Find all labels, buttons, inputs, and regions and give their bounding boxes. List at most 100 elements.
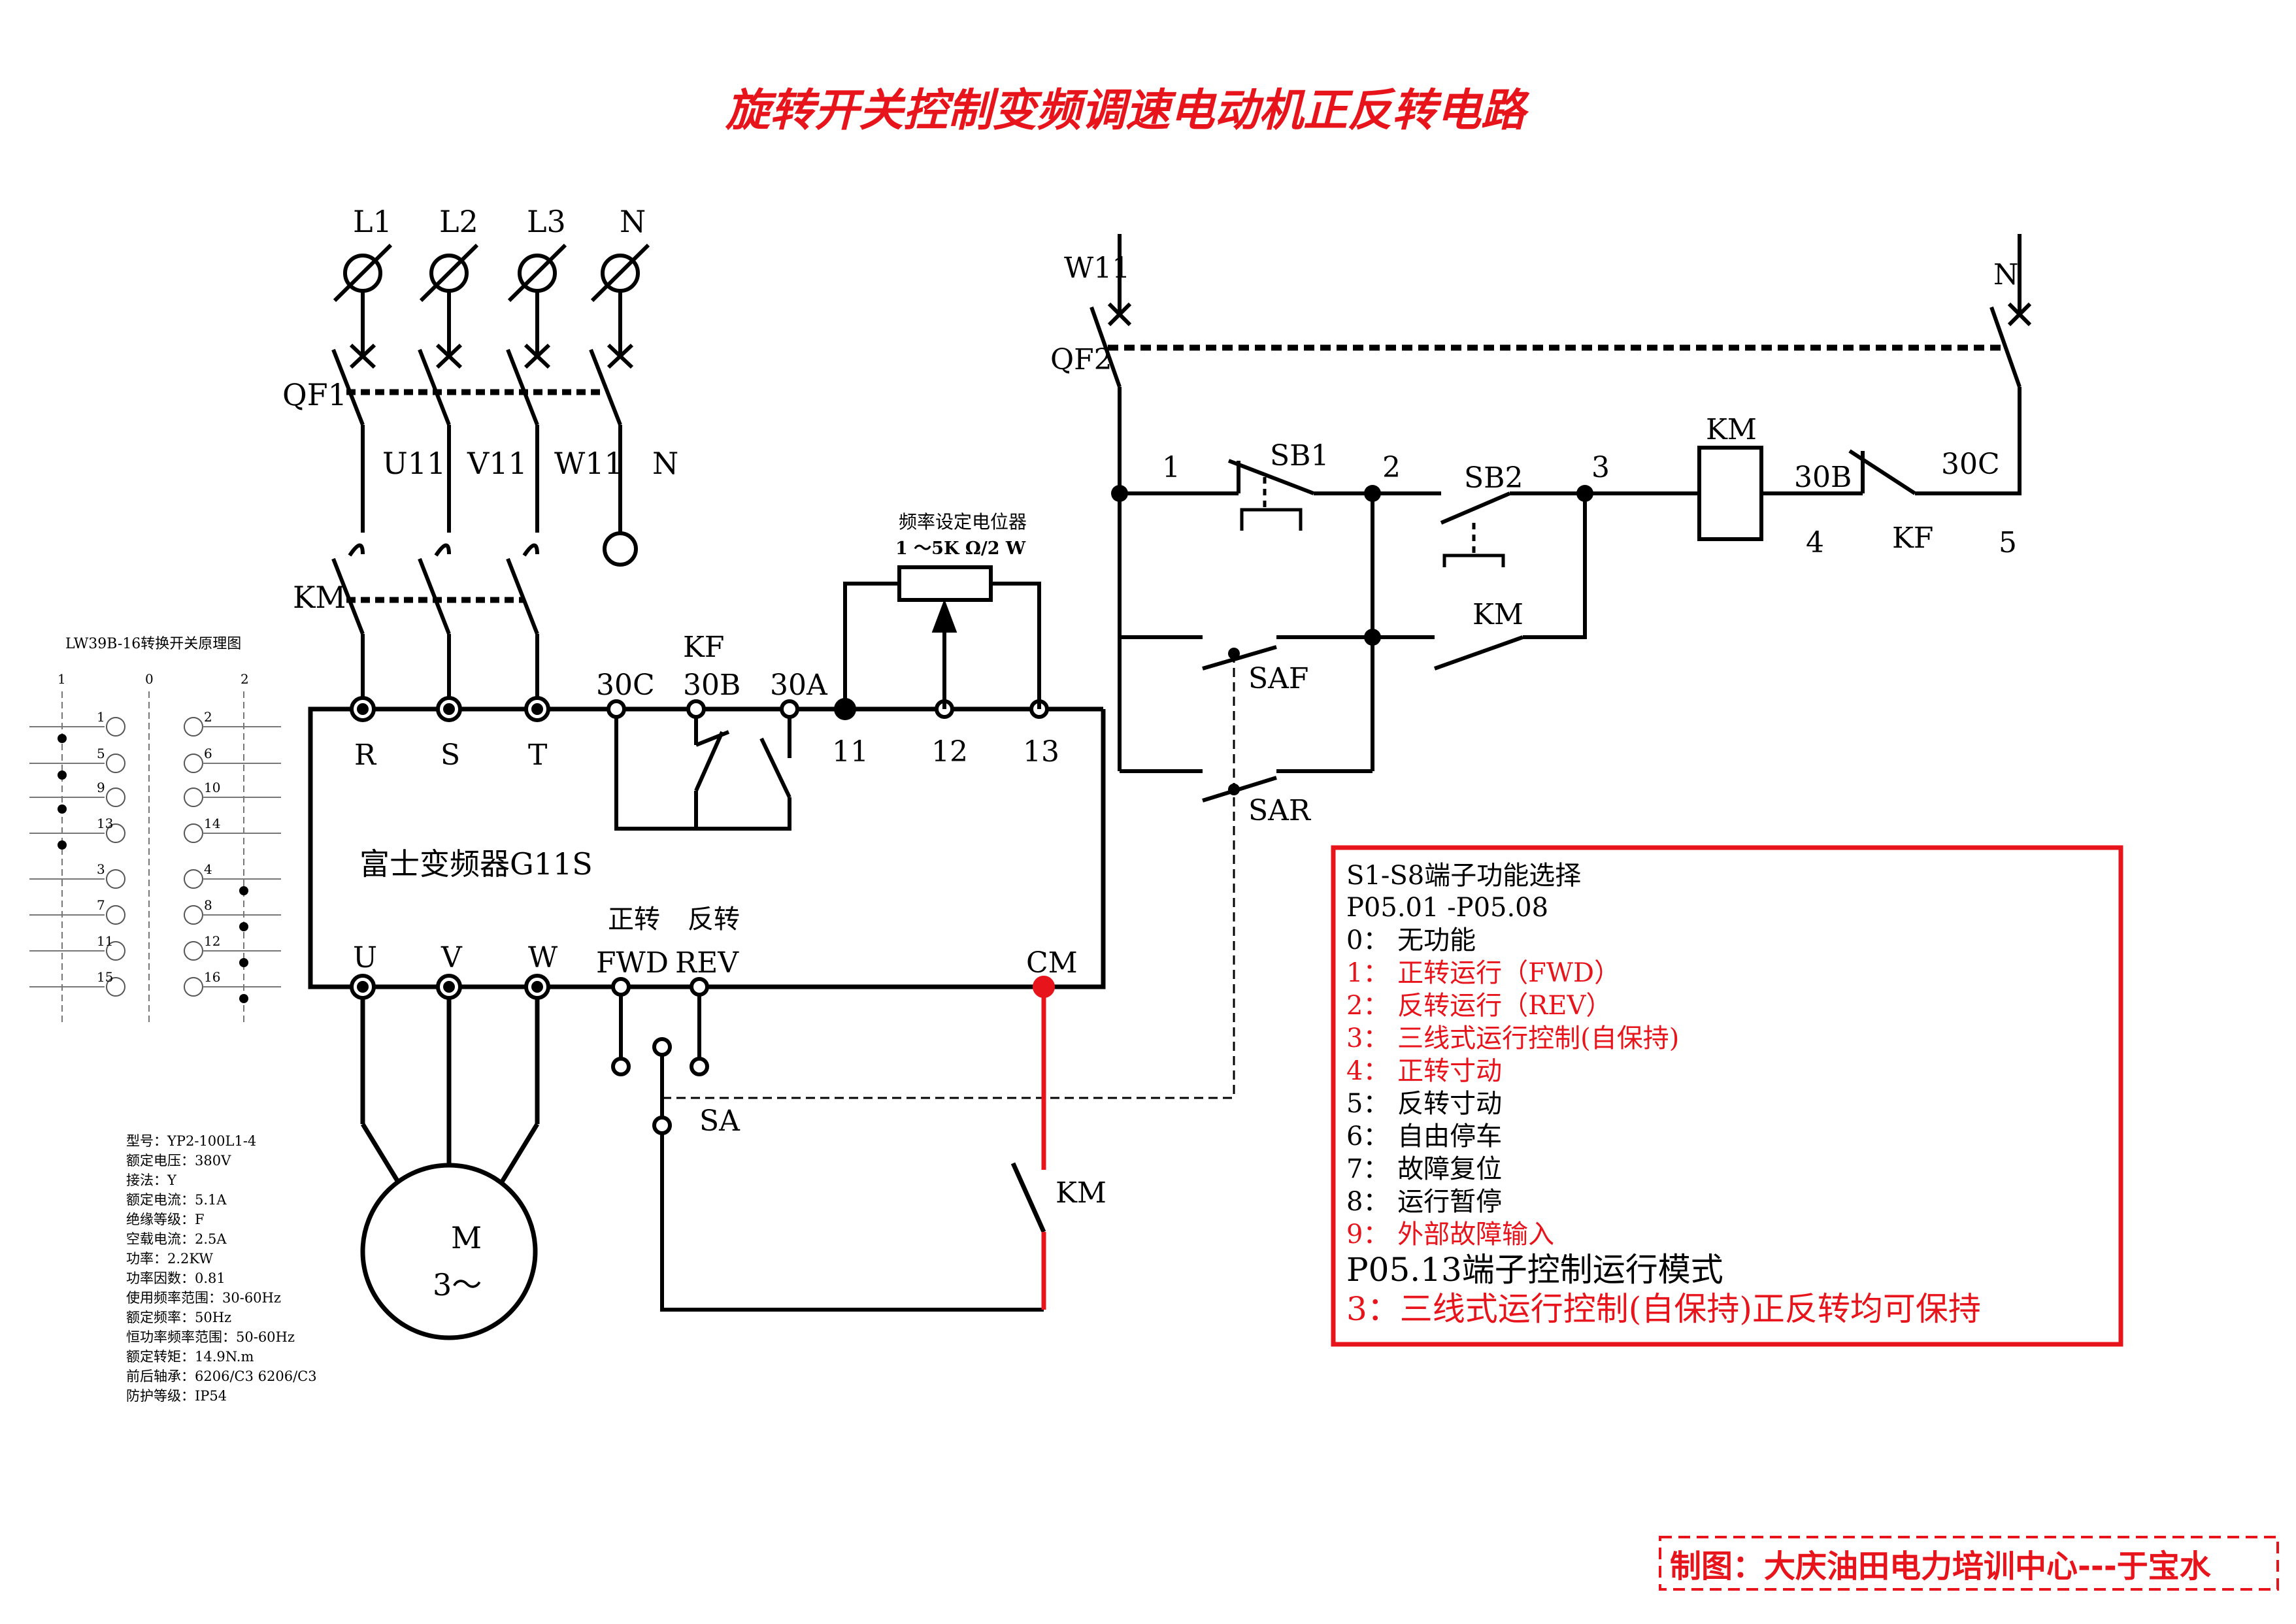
node-2: 2 — [1382, 451, 1401, 484]
inverter-box — [308, 706, 1106, 989]
switch-closed-dot — [58, 840, 67, 850]
switch-closed-dot — [239, 958, 248, 967]
terminal-30a: 30A — [770, 669, 828, 702]
sa-selector — [611, 995, 1234, 1312]
switch-contact-number: 13 — [97, 816, 113, 831]
kf-30c-label: 30C — [1941, 448, 2000, 481]
motor-spec-line: 使用频率范围：30-60Hz — [126, 1290, 281, 1306]
km-aux-contact — [1010, 996, 1046, 1310]
potentiometer-rating: 1 ～5K Ω/2 W — [895, 539, 1026, 559]
terminal-11: 11 — [832, 735, 869, 769]
switch-contact — [106, 717, 125, 737]
potentiometer — [843, 565, 1041, 709]
motor-spec-line: 额定电流：5.1A — [126, 1192, 227, 1208]
terminal-w: W — [528, 941, 558, 974]
function-item: 1： 正转运行（FWD） — [1346, 958, 1620, 988]
output-label-n: N — [652, 446, 678, 481]
function-item: 9： 外部故障输入 — [1346, 1219, 1554, 1250]
label-reverse: 反转 — [688, 904, 740, 935]
node-3: 3 — [1591, 451, 1610, 484]
terminal-fwd: FWD — [596, 946, 669, 980]
output-label-u11: U11 — [382, 446, 446, 481]
switch-closed-dot — [58, 804, 67, 814]
sar-label: SAR — [1248, 794, 1312, 827]
qf1-label: QF1 — [282, 377, 347, 412]
saf-label: SAF — [1248, 662, 1308, 695]
terminal-t: T — [528, 738, 547, 772]
qf1-trip-marks — [349, 343, 634, 369]
potentiometer-title: 频率设定电位器 — [899, 511, 1027, 533]
switch-diagram-title: LW39B-16转换开关原理图 — [65, 636, 241, 652]
switch-contact — [184, 717, 203, 737]
km-aux-label: KM — [1056, 1176, 1106, 1210]
terminal-rev: REV — [675, 946, 739, 980]
sa-label: SA — [699, 1104, 740, 1138]
supply-section — [331, 243, 650, 709]
kf-relay-label: KF — [683, 631, 724, 664]
switch-contact-number: 3 — [97, 861, 105, 877]
phase-label-l3: L3 — [527, 204, 566, 239]
switch-closed-dot — [239, 922, 248, 931]
switch-contact-number: 8 — [204, 897, 212, 913]
switch-contact — [184, 869, 203, 889]
motor — [360, 998, 540, 1340]
terminal-30c: 30C — [596, 669, 655, 702]
motor-spec-line: 功率：2.2KW — [126, 1251, 213, 1267]
terminal-s: S — [441, 738, 460, 772]
switch-contact-number: 9 — [97, 780, 105, 795]
switch-contact — [184, 754, 203, 773]
node-4: 4 — [1806, 526, 1824, 559]
switch-closed-dot — [239, 886, 248, 895]
terminal-v: V — [441, 941, 463, 974]
function-item: 0： 无功能 — [1346, 925, 1476, 955]
function-item: 4： 正转寸动 — [1346, 1056, 1502, 1086]
motor-spec-line: 绝缘等级：F — [126, 1212, 205, 1227]
switch-contact-number: 6 — [204, 746, 212, 761]
phase-label-n: N — [620, 204, 646, 239]
inverter-name: 富士变频器G11S — [359, 846, 593, 882]
diagram-title: 旋转开关控制变频调速电动机正反转电路 — [725, 85, 1530, 137]
kf-relay-contacts — [614, 717, 791, 831]
switch-contact — [184, 905, 203, 925]
credit-text: 制图：大庆油田电力培训中心---于宝水 — [1670, 1548, 2212, 1585]
function-item: 3： 三线式运行控制(自保持) — [1346, 1023, 1679, 1053]
switch-contact — [184, 977, 203, 997]
inverter-labels: R S T 30C 30B 30A KF 11 12 13 频率设定电位器 1 … — [353, 511, 1078, 980]
motor-spec-line: 防护等级：IP54 — [126, 1388, 227, 1404]
motor-spec-line: 额定电压：380V — [126, 1153, 231, 1168]
switch-contact-number: 10 — [204, 780, 220, 795]
switch-contact — [106, 869, 125, 889]
switch-contact-number: 1 — [97, 709, 105, 725]
output-label-v11: V11 — [467, 446, 527, 481]
control-nodes — [1111, 485, 1593, 795]
motor-spec-line: 恒功率频率范围：50-60Hz — [126, 1329, 295, 1345]
switch-contact — [106, 754, 125, 773]
qf2-label: QF2 — [1050, 343, 1112, 376]
function-item: 7： 故障复位 — [1346, 1154, 1502, 1184]
switch-contact-number: 14 — [204, 816, 220, 831]
function-heading: S1-S8端子功能选择 — [1346, 861, 1581, 891]
motor-spec-line: 额定转矩：14.9N.m — [126, 1349, 254, 1365]
motor-phase: 3～ — [433, 1267, 482, 1302]
node-1: 1 — [1162, 451, 1180, 484]
switch-contact-number: 7 — [97, 897, 105, 913]
motor-spec-line: 额定频率：50Hz — [126, 1310, 231, 1325]
switch-contact-number: 4 — [204, 861, 212, 877]
motor-specs: 型号：YP2-100L1-4额定电压：380V接法：Y额定电流：5.1A绝缘等级… — [126, 1133, 317, 1404]
mode-title: P05.13端子控制运行模式 — [1346, 1251, 1723, 1289]
phase-label-l1: L1 — [353, 204, 392, 239]
node-5: 5 — [1999, 526, 2017, 559]
function-item: 8： 运行暂停 — [1346, 1187, 1502, 1217]
switch-contact-number: 15 — [97, 969, 113, 985]
switch-pos-0: 0 — [145, 671, 154, 687]
supply-labels: L1 L2 L3 N QF1 U11 V11 W11 N KM — [282, 204, 678, 615]
kf-30b-label: 30B — [1794, 461, 1852, 494]
switch-contact — [184, 787, 203, 807]
sb1-label: SB1 — [1270, 439, 1329, 472]
function-box — [1331, 845, 2123, 1347]
switch-contact — [106, 787, 125, 807]
supply-terminals — [333, 243, 650, 303]
